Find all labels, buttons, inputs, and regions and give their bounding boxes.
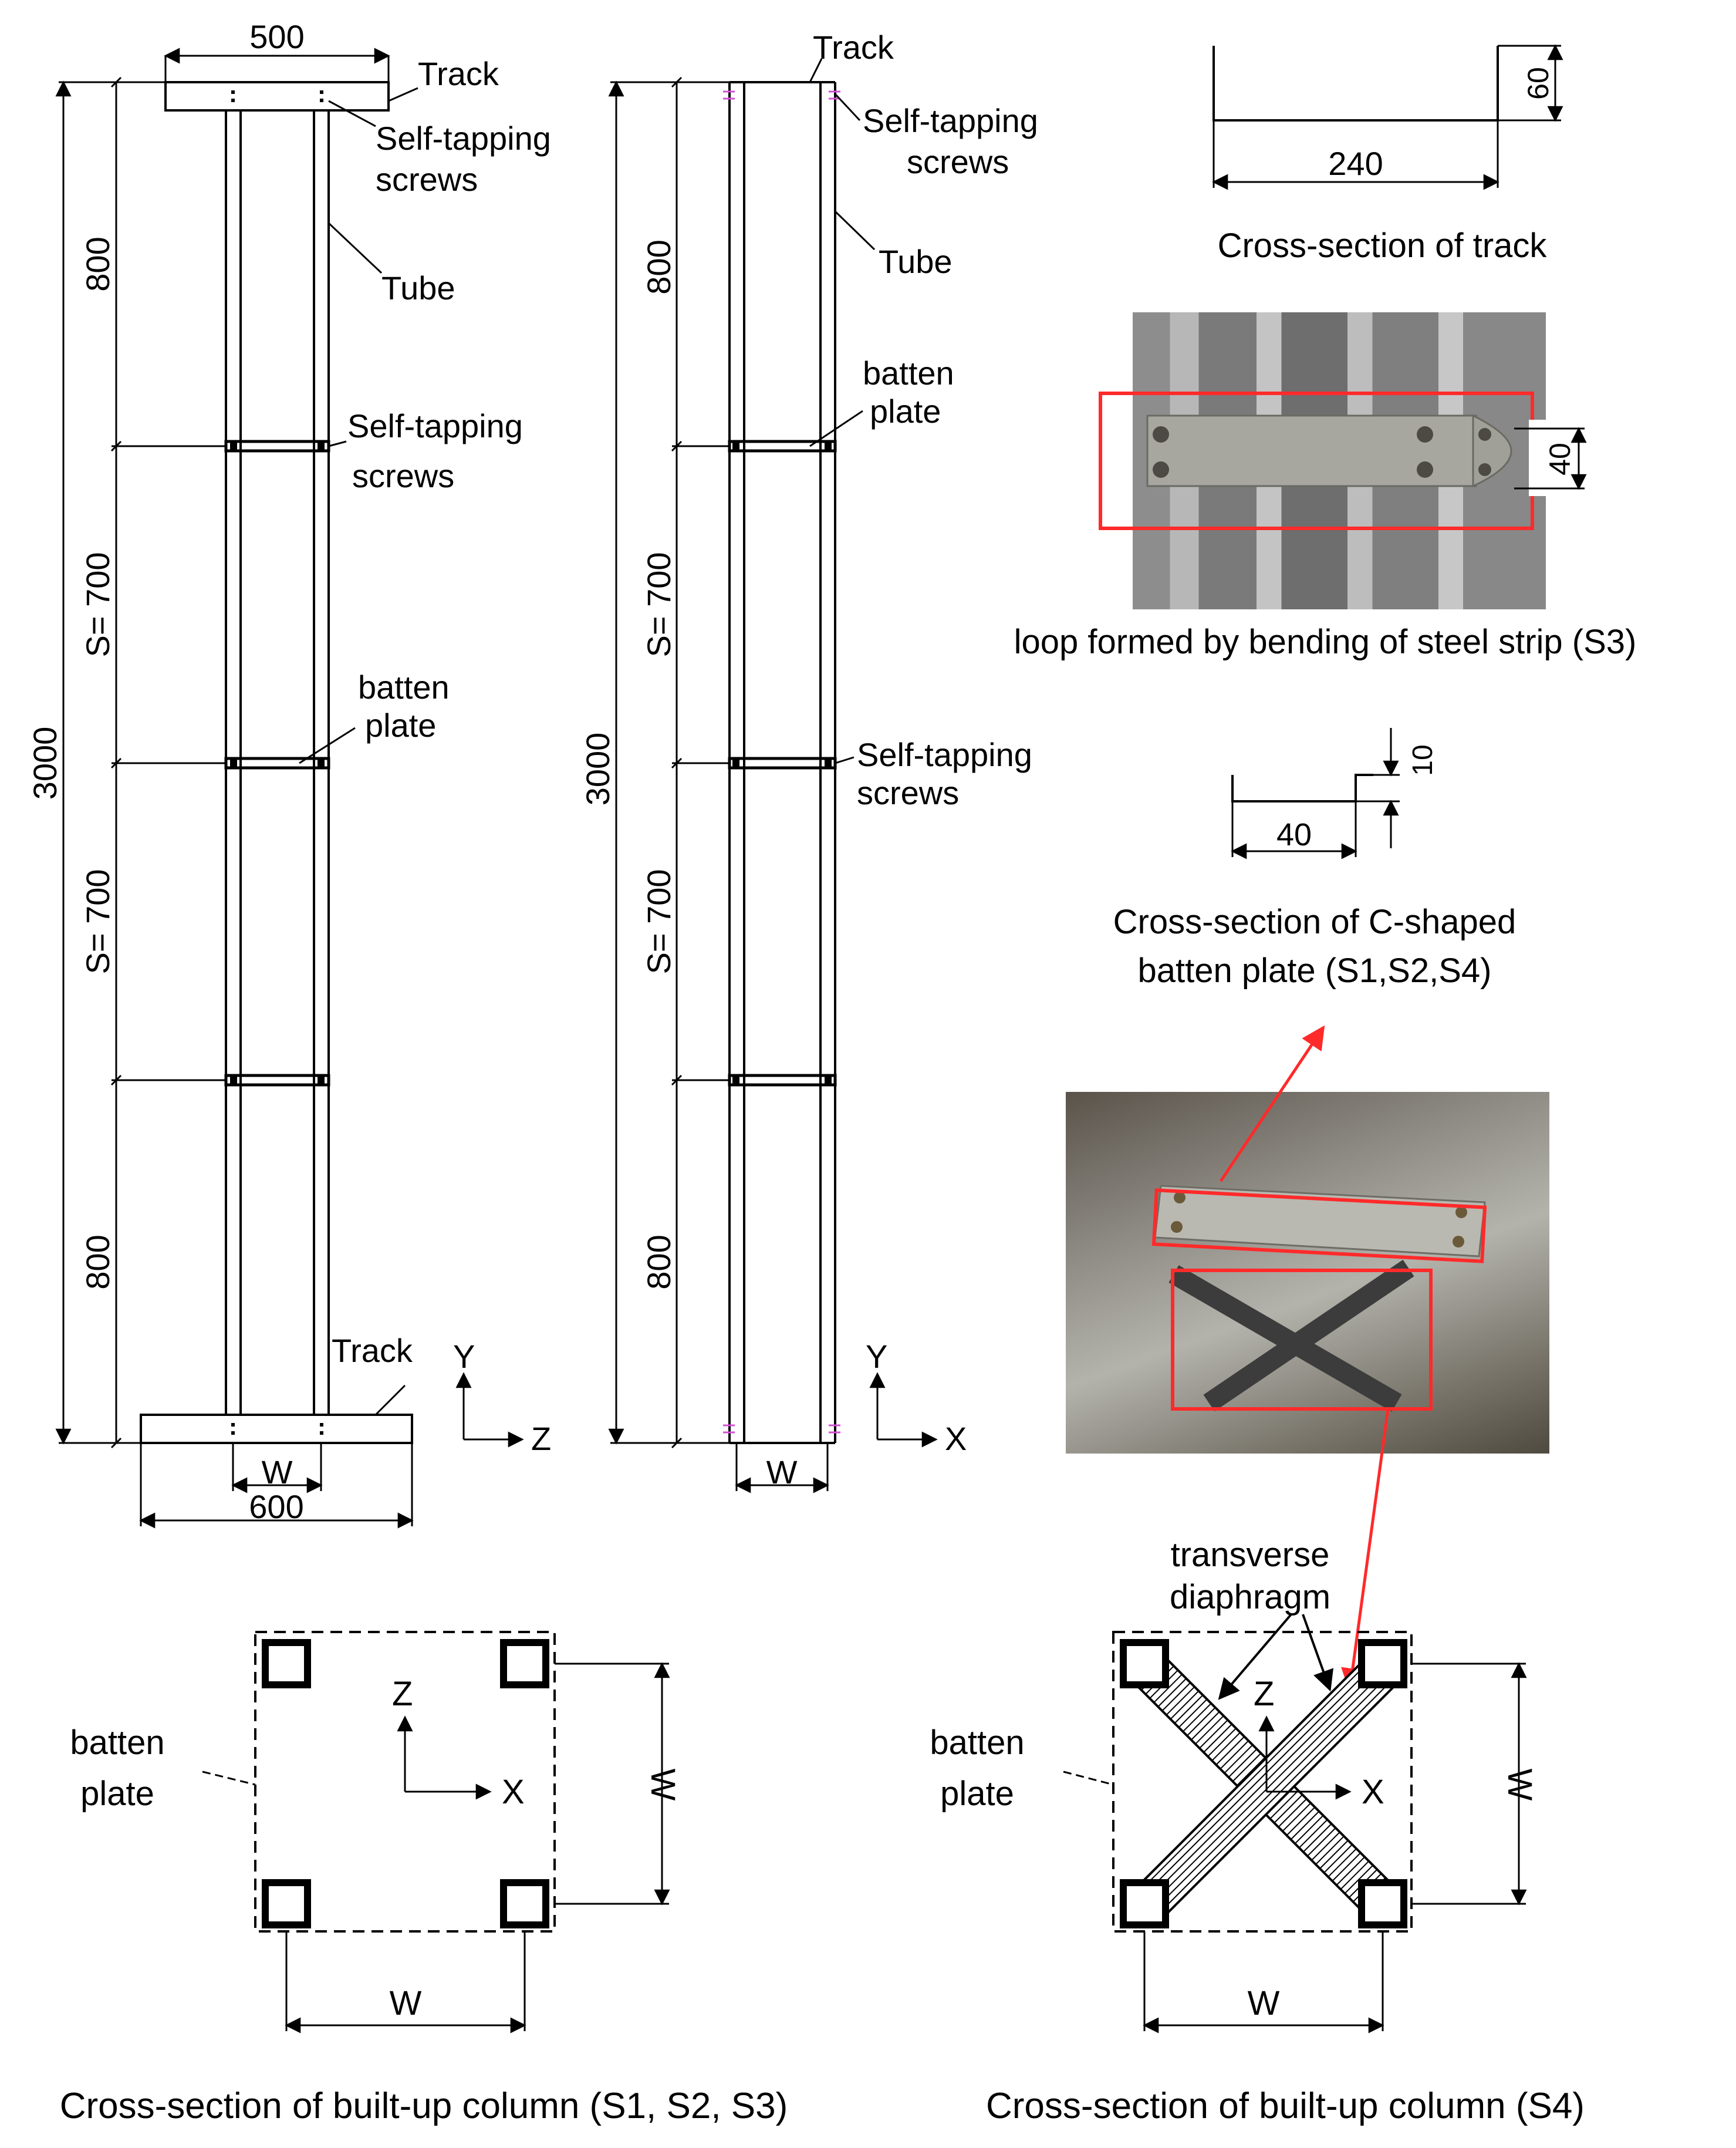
s123-caption: Cross-section of built-up column (S1, S2… [60, 2086, 788, 2126]
middle-label-screws-mid-2: screws [857, 774, 959, 811]
middle-dim-3000-label: 3000 [579, 733, 616, 806]
track-profile [1213, 46, 1499, 122]
s4-dim-w-bottom-label: W [1248, 1984, 1280, 2022]
track-section-caption: Cross-section of track [1218, 227, 1548, 265]
left-label-screws-top-1: Self-tapping [376, 120, 551, 157]
section-s123-text: batten plate Z X W W Cross-section of bu… [60, 1675, 788, 2126]
left-dim-w-label: W [262, 1454, 293, 1491]
left-label-batten-1: batten [358, 669, 450, 706]
s123-label-batten-2: plate [80, 1775, 154, 1813]
left-dim-s700-b-label: S= 700 [79, 869, 116, 974]
left-dim-800-top-label: 800 [79, 237, 116, 291]
s4-diaphragm-leader-a [1218, 1613, 1292, 1700]
c-batten-dim-40-label: 40 [1276, 817, 1312, 852]
section-s4 [1063, 1613, 1527, 2034]
middle-dim-800-bottom-label: 800 [640, 1235, 677, 1289]
photo-loop-overlay [1099, 392, 1587, 530]
left-elevation-text: 500 600 W 3000 800 S= 700 S= 700 800 Tra… [26, 18, 551, 1525]
s4-label-diaphragm-1: transverse [1171, 1536, 1330, 1574]
arrow-to-c-batten [1219, 1025, 1325, 1182]
middle-dim-s700-a-label: S= 700 [640, 552, 677, 657]
left-top-track [164, 81, 390, 112]
track-dim-240-label: 240 [1328, 145, 1383, 182]
s123-label-batten-1: batten [70, 1724, 164, 1762]
track-section-text: 240 60 Cross-section of track [1218, 67, 1555, 265]
left-label-screws-mid-2: screws [352, 457, 454, 494]
batten-photo-bolts [1171, 1192, 1467, 1247]
track-dim-60-label: 60 [1522, 67, 1555, 100]
middle-label-tube: Tube [879, 243, 953, 280]
left-bottom-track [140, 1414, 413, 1444]
left-dim-800-bottom-label: 800 [79, 1235, 116, 1289]
section-s4-text: transverse diaphragm batten plate Z X W … [930, 1536, 1585, 2126]
c-batten-text: 40 10 Cross-section of C-shaped batten p… [1113, 744, 1517, 990]
loop-bolts [1153, 426, 1491, 478]
middle-label-screws-top-2: screws [907, 143, 1009, 180]
left-axis-z-label: Z [531, 1420, 551, 1457]
photo-batten-overlay [1151, 1185, 1487, 1412]
middle-screw-dots [732, 443, 832, 1084]
s123-axis-z-label: Z [392, 1675, 413, 1713]
middle-tubes [728, 81, 836, 1444]
middle-label-screws-top-1: Self-tapping [863, 102, 1038, 139]
section-s123 [202, 1631, 670, 2034]
middle-dim-800-top-label: 800 [640, 240, 677, 294]
middle-label-screws-mid-1: Self-tapping [857, 736, 1032, 773]
left-dim-s700-a-label: S= 700 [79, 552, 116, 657]
diaphragm-highlight-box [1171, 1269, 1433, 1411]
middle-axis-y-label: Y [866, 1338, 887, 1375]
left-label-batten-2: plate [365, 707, 436, 744]
left-dim-3000-label: 3000 [26, 727, 63, 800]
s123-dim-w-side-label: W [644, 1769, 682, 1801]
left-elevation [55, 48, 524, 1529]
middle-label-track: Track [813, 29, 894, 66]
middle-axis-x-label: X [945, 1420, 967, 1457]
loop-caption: loop formed by bending of steel strip (S… [1014, 623, 1637, 661]
middle-elevation [608, 58, 938, 1493]
middle-screw-marks [723, 90, 840, 1434]
loop-dim-40-label: 40 [1544, 443, 1576, 476]
batten-highlight-box [1151, 1188, 1487, 1263]
s4-batten-leader [1063, 1771, 1114, 1786]
s123-dim-w-bottom-label: W [390, 1984, 422, 2022]
s4-axis-z-label: Z [1254, 1675, 1274, 1713]
left-tubes [225, 110, 330, 1415]
left-label-screws-top-2: screws [376, 161, 478, 198]
left-dim-600-label: 600 [249, 1488, 303, 1525]
c-batten-dim-10-label: 10 [1407, 744, 1438, 775]
left-label-track-bottom: Track [332, 1332, 413, 1369]
left-label-screws-mid-1: Self-tapping [347, 407, 523, 444]
middle-label-batten-1: batten [863, 355, 954, 392]
s123-batten-leader [202, 1771, 256, 1786]
s4-label-batten-1: batten [930, 1724, 1024, 1762]
c-batten-caption-2: batten plate (S1,S2,S4) [1138, 952, 1492, 990]
c-batten-profile [1231, 774, 1373, 802]
track-section [1212, 44, 1563, 190]
left-axis-y-label: Y [453, 1338, 475, 1375]
s123-tubes [262, 1639, 549, 1928]
s4-tubes [1120, 1639, 1407, 1928]
s4-label-diaphragm-2: diaphragm [1170, 1578, 1330, 1616]
s4-diaphragm-leader-b [1302, 1614, 1333, 1692]
s4-caption: Cross-section of built-up column (S4) [986, 2086, 1585, 2126]
s4-axis-x-label: X [1362, 1773, 1384, 1811]
left-label-tube: Tube [381, 269, 455, 306]
s4-label-batten-2: plate [940, 1775, 1014, 1813]
s4-dim-w-side-label: W [1501, 1769, 1539, 1801]
left-screw-dots [230, 90, 325, 1435]
left-label-track-top: Track [418, 55, 499, 92]
middle-label-batten-2: plate [870, 393, 941, 430]
middle-elevation-text: 3000 800 S= 700 S= 700 800 W Track Self-… [579, 29, 1038, 1491]
c-batten-caption-1: Cross-section of C-shaped [1113, 903, 1517, 941]
left-dim-500-label: 500 [249, 18, 304, 55]
arrow-to-diaphragm [1341, 1408, 1390, 1692]
middle-dim-w-label: W [766, 1454, 798, 1491]
middle-dim-s700-b-label: S= 700 [640, 869, 677, 974]
photo-batten [1066, 1092, 1549, 1454]
c-batten-section [1231, 728, 1400, 859]
s123-axis-x-label: X [502, 1773, 525, 1811]
